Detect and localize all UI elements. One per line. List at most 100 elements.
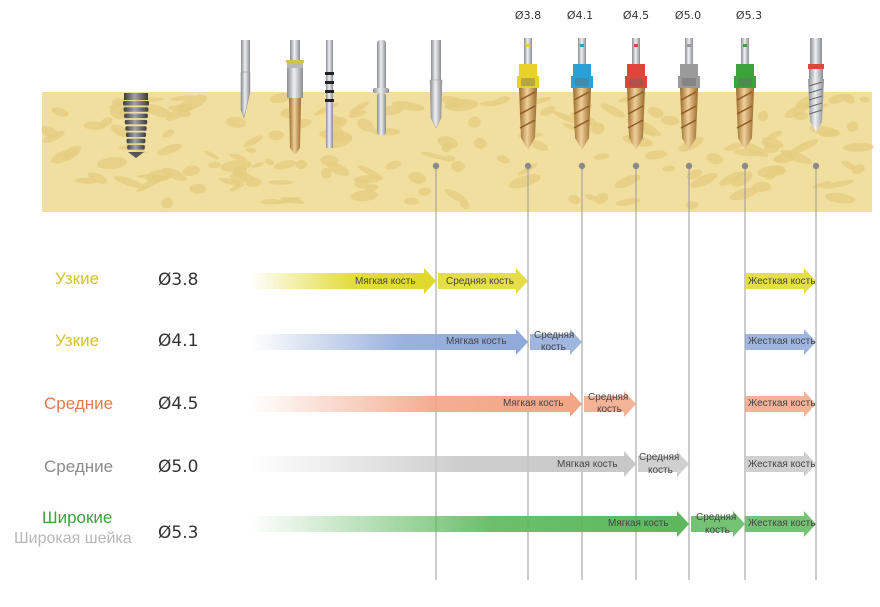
implant-thread [123, 107, 149, 112]
drill-mark [743, 44, 747, 47]
row2-hard-arrow [745, 329, 816, 355]
bone-texture-spot [741, 142, 769, 158]
bone-texture-spot [614, 174, 641, 189]
row5-medium-label-2: кость [705, 525, 730, 536]
bone-texture-spot [774, 152, 797, 164]
row5-soft-label: Мягкая кость [608, 518, 669, 529]
drill-flute [627, 119, 644, 129]
row5-hard-arrow [745, 511, 816, 537]
bone-texture-spot [320, 167, 332, 179]
bone-texture-spot [757, 165, 785, 178]
instrument-neck [809, 69, 823, 79]
bone-texture-spot [189, 183, 207, 194]
bone-texture-spot [165, 103, 193, 121]
implant-illustration [123, 93, 149, 158]
bone-texture-spot [719, 171, 744, 186]
implant-thread [125, 126, 147, 131]
bone-texture-spot [208, 161, 221, 169]
row4-medium-label-1: Средняя [639, 452, 680, 463]
row-category-2: Узкие [55, 331, 100, 350]
bone-texture-spot [479, 101, 501, 107]
instrument-needle [240, 40, 251, 119]
bone-texture-spot [110, 124, 130, 138]
diameter-header-3-8: Ø3.8 [514, 9, 542, 22]
row-diameter-3: Ø4.5 [158, 394, 199, 414]
drill-body [627, 88, 645, 150]
bone-texture-spot [267, 180, 294, 185]
drill-flute [736, 91, 753, 101]
row-category-3: Средние [44, 394, 114, 413]
instrument-body [377, 93, 386, 135]
tap-thread [808, 102, 823, 108]
row2-medium-arrow [530, 329, 582, 355]
drill-collar-lower [625, 76, 647, 88]
drill-shank [632, 38, 640, 66]
implant-head [124, 93, 148, 100]
drill-mark [580, 44, 584, 47]
bone-texture-spot [530, 140, 548, 151]
bone-texture-spot [758, 110, 769, 122]
bone-texture-spot [473, 137, 487, 150]
bone-texture-spot [644, 150, 668, 160]
bone-texture-spot [585, 194, 598, 201]
bone-texture-spot [451, 160, 465, 172]
bone-texture-spot [97, 157, 128, 170]
drill-5 [734, 38, 756, 150]
bone-texture-spot [812, 181, 832, 189]
bone-texture-spot [822, 179, 855, 189]
bone-texture-spot [182, 165, 201, 177]
row-category-1: Узкие [55, 269, 100, 288]
row3-medium-label-2: кость [597, 404, 622, 415]
drill-body [680, 88, 698, 150]
implant-thread [126, 132, 146, 137]
bone-texture-spot [161, 197, 173, 209]
bone-texture-spot [153, 176, 172, 183]
bone-texture-spot [348, 110, 367, 118]
row3-hard-arrow [745, 391, 816, 417]
bone-texture-spot [508, 174, 541, 189]
row4-soft-label: Мягкая кость [557, 459, 618, 470]
instrument-shank [431, 40, 441, 80]
bone-texture-spot [350, 190, 378, 202]
drill-collar-lower [734, 76, 756, 88]
drill-flute [736, 105, 753, 115]
bone-texture-spot [232, 170, 257, 182]
row1-hard-arrow [745, 268, 816, 294]
bone-texture-spot [161, 167, 187, 181]
row3-soft-label: Мягкая кость [503, 398, 564, 409]
drill-collar [736, 64, 754, 76]
drill-flute [519, 91, 536, 101]
drill-body [736, 88, 754, 150]
implant-thread [127, 145, 145, 150]
bone-texture-spot [441, 95, 465, 107]
bone-texture-spot [260, 198, 281, 205]
tap-thread [808, 109, 823, 115]
row3-medium-label-1: Средняя [588, 392, 629, 403]
drill-shank [685, 38, 693, 66]
bone-texture-spot [568, 194, 581, 205]
bone-texture-spot [109, 100, 123, 110]
drill-collar [573, 64, 591, 76]
drill-flute [736, 119, 753, 129]
bone-texture-spot [828, 93, 848, 104]
bone-texture-spot [268, 130, 285, 141]
drill-mark [526, 44, 530, 47]
row3-soft-arrow [250, 391, 582, 417]
drill-collar [519, 64, 537, 76]
bone-texture-spot [729, 187, 758, 201]
gauge-mark [325, 99, 334, 102]
bone-texture-spot [357, 118, 374, 132]
bone-texture-spot [594, 192, 609, 204]
row5-medium-label-1: Средняя [696, 512, 737, 523]
bone-texture-spot [437, 136, 459, 149]
guide-dot-2 [524, 162, 532, 170]
bone-texture-spot [170, 95, 196, 101]
drill-collar-shade [682, 78, 696, 86]
gauge-mark [325, 72, 334, 75]
bone-texture-spot [143, 104, 173, 118]
row2-medium-label-2: кость [541, 342, 566, 353]
drill-1 [517, 38, 539, 150]
drill-mark [634, 44, 638, 47]
drill-2 [571, 38, 593, 150]
bone-texture-spot [846, 121, 859, 132]
